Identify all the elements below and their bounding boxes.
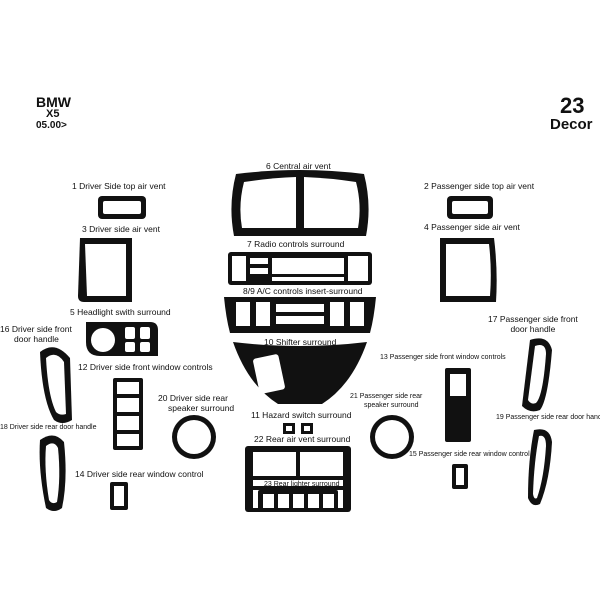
part-23-shape [258, 490, 338, 512]
part-1-shape [98, 196, 146, 219]
label-part-21-line2: speaker surround [364, 402, 419, 409]
label-part-17-line1: 17 Passenger side front [488, 314, 578, 324]
part-4-shape [440, 238, 497, 302]
label-part-1: 1 Driver Side top air vent [72, 181, 166, 191]
label-part-14: 14 Driver side rear window control [75, 469, 204, 479]
label-part-6: 6 Central air vent [266, 161, 331, 171]
label-part-21-line1: 21 Passenger side rear [350, 393, 423, 400]
label-part-12: 12 Driver side front window controls [78, 362, 213, 372]
part-2-shape [447, 196, 493, 219]
label-part-4: 4 Passenger side air vent [424, 222, 520, 232]
label-part-2: 2 Passenger side top air vent [424, 181, 535, 191]
part-6-shape [231, 170, 369, 236]
label-part-13: 13 Passenger side front window controls [380, 354, 506, 361]
label-part-5: 5 Headlight swith surround [70, 307, 171, 317]
part-89-shape [224, 297, 376, 333]
part-17-shape [522, 338, 552, 412]
part-19-shape [528, 429, 552, 506]
label-part-20-line2: speaker surround [168, 403, 235, 413]
part-21-shape [370, 415, 414, 459]
model-title: X5 [46, 108, 60, 120]
part-18-shape [39, 435, 66, 511]
label-part-23: 23 Rear lighter surround [264, 481, 340, 488]
label-part-10: 10 Shifter surround [264, 337, 337, 347]
label-part-22: 22 Rear air vent surround [254, 434, 351, 444]
part-3-shape [78, 238, 132, 302]
part-16-shape [40, 347, 72, 423]
label-part-19: 19 Passenger side rear door handle [496, 414, 600, 421]
label-part-16-line2: door handle [14, 334, 59, 344]
part-13-shape [445, 368, 471, 442]
label-part-15: 15 Passenger side rear window control [409, 451, 530, 458]
part-15-shape [452, 464, 468, 489]
label-part-3: 3 Driver side air vent [82, 224, 160, 234]
label-part-89: 8/9 A/C controls insert-surround [243, 286, 363, 296]
label-part-16-line1: 16 Driver side front [0, 324, 72, 334]
label-part-20-line1: 20 Driver side rear [158, 393, 228, 403]
part-14-shape [110, 482, 128, 510]
part-12-shape [113, 378, 143, 450]
label-part-7: 7 Radio controls surround [247, 239, 345, 249]
label-part-21: 21 Passenger side rear speaker surround [350, 392, 422, 410]
label-part-18: 18 Driver side rear door handle [0, 424, 97, 431]
label-part-20: 20 Driver side rear speaker surround [158, 393, 234, 413]
date-range: 05.00> [36, 120, 67, 131]
label-part-16: 16 Driver side front door handle [0, 324, 72, 344]
part-10-shape [233, 342, 367, 404]
label-part-17: 17 Passenger side front door handle [488, 314, 578, 334]
label-part-17-line2: door handle [510, 324, 556, 334]
make-title: BMW [36, 94, 71, 110]
label-part-11: 11 Hazard switch surround [251, 410, 352, 420]
part-5-shape [86, 322, 158, 356]
set-number: 23 [560, 93, 585, 118]
part-20-shape [172, 415, 216, 459]
set-type: Decor [550, 116, 593, 133]
part-11-shape [283, 423, 313, 434]
part-7-shape [228, 252, 372, 285]
